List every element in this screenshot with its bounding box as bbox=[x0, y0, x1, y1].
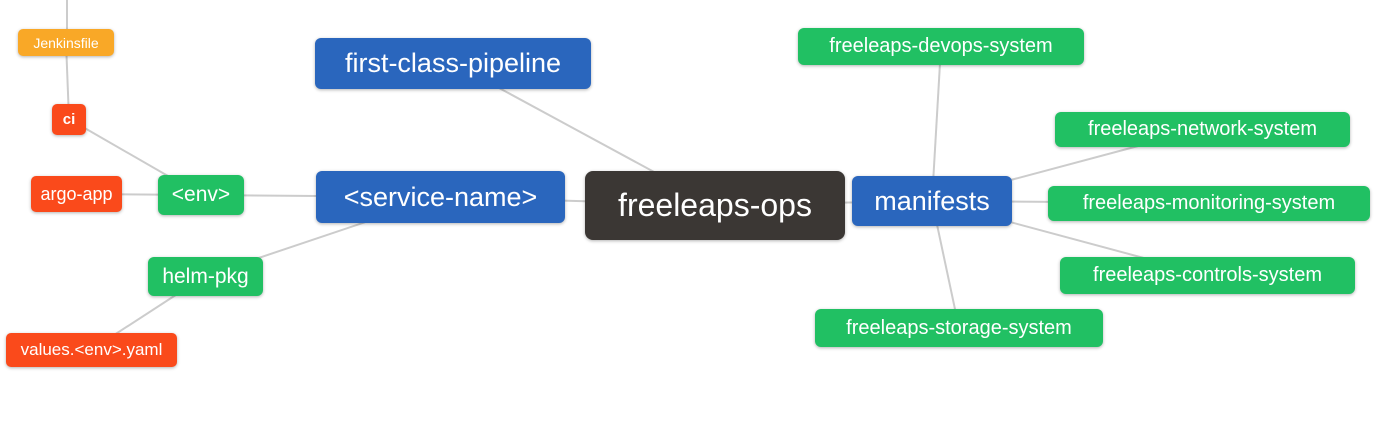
node-freeleaps-network-system[interactable]: freeleaps-network-system bbox=[1055, 112, 1350, 147]
edge-manifests-devops bbox=[931, 45, 942, 202]
node-env[interactable]: <env> bbox=[158, 175, 244, 215]
node-helm-pkg[interactable]: helm-pkg bbox=[148, 257, 263, 296]
node-freeleaps-devops-system[interactable]: freeleaps-devops-system bbox=[798, 28, 1084, 65]
node-freeleaps-storage-system[interactable]: freeleaps-storage-system bbox=[815, 309, 1103, 347]
node-first-class-pipeline[interactable]: first-class-pipeline bbox=[315, 38, 591, 89]
node-freeleaps-monitoring-system[interactable]: freeleaps-monitoring-system bbox=[1048, 186, 1370, 221]
node-ci[interactable]: ci bbox=[52, 104, 86, 135]
node-jenkinsfile[interactable]: Jenkinsfile bbox=[18, 29, 114, 56]
node-manifests[interactable]: manifests bbox=[852, 176, 1012, 226]
node-values-env-yaml[interactable]: values.<env>.yaml bbox=[6, 333, 177, 367]
node-service-name[interactable]: <service-name> bbox=[316, 171, 565, 223]
node-freeleaps-ops[interactable]: freeleaps-ops bbox=[585, 171, 845, 240]
node-freeleaps-controls-system[interactable]: freeleaps-controls-system bbox=[1060, 257, 1355, 294]
node-argo-app[interactable]: argo-app bbox=[31, 176, 122, 212]
